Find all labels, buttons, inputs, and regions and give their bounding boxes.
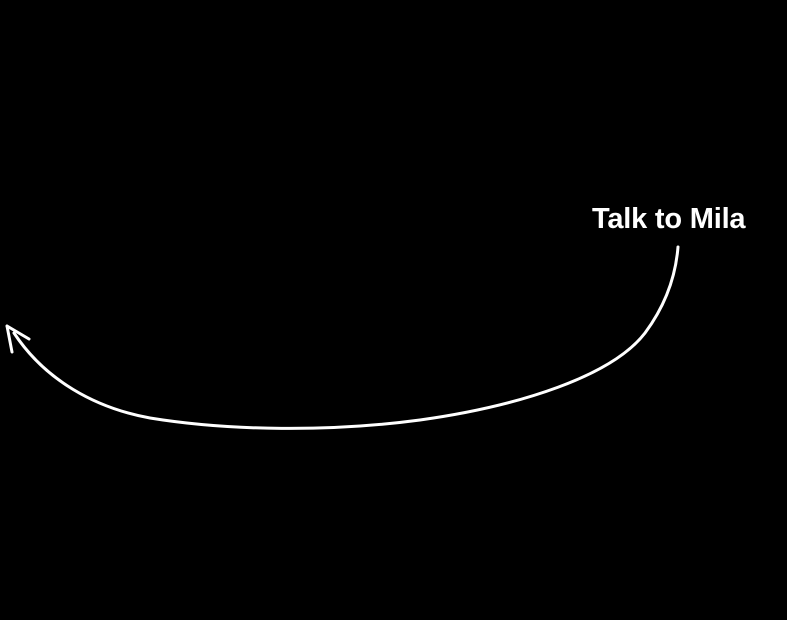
callout-label: Talk to Mila	[592, 203, 746, 235]
arrow-head	[5, 324, 31, 354]
arrow-shaft	[12, 245, 680, 430]
